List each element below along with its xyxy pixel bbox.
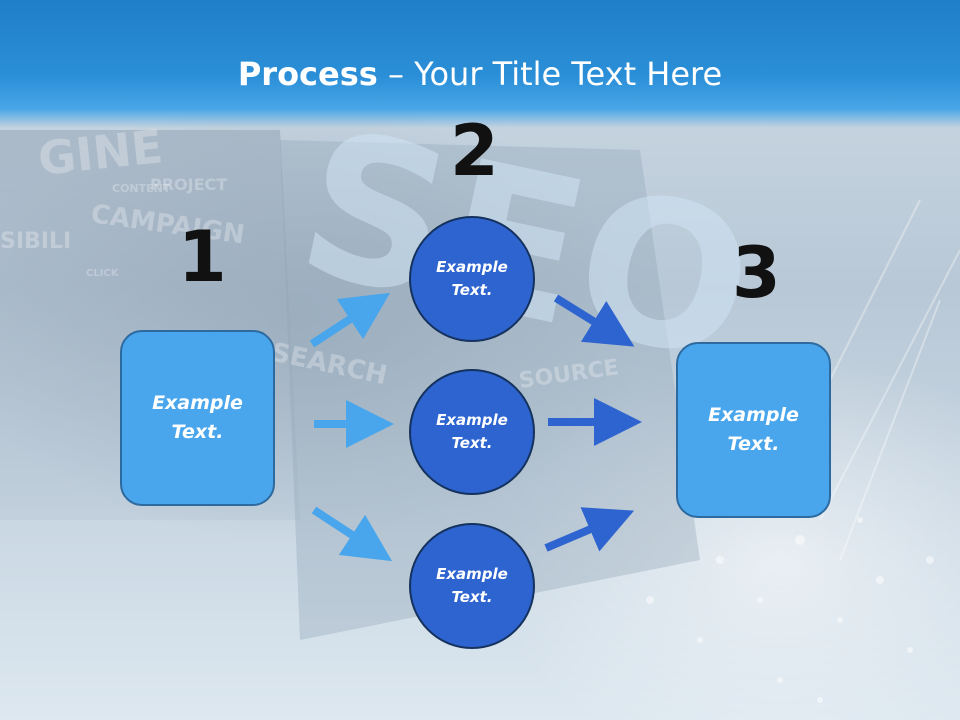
title-banner <box>0 0 960 128</box>
arrow-1-to-top <box>309 292 391 348</box>
step-number-2: 2 <box>450 110 499 192</box>
step-number-1: 1 <box>178 216 227 298</box>
bg-word-content: CONTENT <box>112 182 171 195</box>
circle-top-text-line1: Example <box>436 258 508 276</box>
title-bold: Process <box>237 55 378 93</box>
bg-word-click: CLICK <box>86 268 120 279</box>
slide-title: Process – Your Title Text Here <box>0 52 960 96</box>
circle-bottom-text-line2: Text. <box>451 588 493 606</box>
arrow-top-to-3 <box>553 294 635 347</box>
circle-middle-text-line1: Example <box>436 411 508 429</box>
arrow-bottom-to-3 <box>544 507 635 552</box>
circle-middle-text-line2: Text. <box>451 434 493 452</box>
title-rest: – Your Title Text Here <box>377 55 723 93</box>
step-3-text-line2: Text. <box>727 433 780 455</box>
step-number-3: 3 <box>732 232 781 314</box>
bg-word-project: PROJECT <box>150 175 227 194</box>
step-1-text-line2: Text. <box>171 421 224 443</box>
bg-word-sibili: SIBILI <box>0 229 71 254</box>
circle-bottom-text-line1: Example <box>436 565 508 583</box>
step-3-text-line1: Example <box>708 404 799 426</box>
step-1-text-line1: Example <box>152 392 243 414</box>
arrow-1-to-bottom <box>311 506 393 562</box>
circle-top-text-line2: Text. <box>451 281 493 299</box>
bg-word-gine: GINE <box>36 119 166 186</box>
